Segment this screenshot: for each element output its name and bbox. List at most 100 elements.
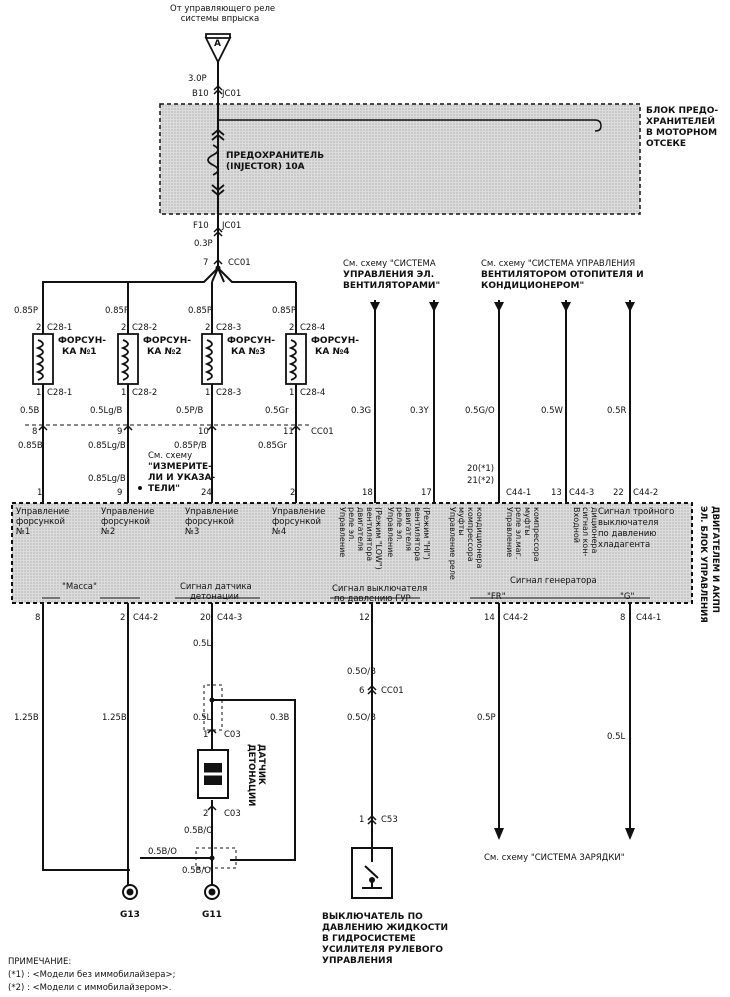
conn-label: C03: [224, 809, 241, 819]
knock-sensor-icon: [197, 749, 229, 799]
injector-4-icon: [285, 333, 307, 385]
injector-label-1: ФОРСУН-: [58, 336, 106, 346]
ecu-inj-label: №1: [16, 527, 31, 537]
ecu-vert-label: компрессора: [532, 507, 541, 562]
pin-label: 10: [198, 427, 209, 437]
fuse-box-label-1: БЛОК ПРЕДО-: [646, 106, 719, 116]
wire-label: 0.5P: [477, 713, 496, 723]
see-meter-label-4: ТЕЛИ": [148, 484, 180, 494]
wire-label: 1.25B: [102, 713, 127, 723]
connector-a-label: A: [214, 39, 221, 49]
ground-g11-label: G11: [202, 910, 222, 920]
ecu-inj-label: №3: [185, 527, 200, 537]
see-meter-label-2: "ИЗМЕРИТЕ-: [148, 462, 212, 472]
source-label-1: От управляющего реле: [170, 4, 276, 14]
wire-label: 0.85P: [105, 306, 130, 316]
ecu-vert-label: муфты: [523, 507, 532, 536]
wire-label: 0.3P: [194, 239, 213, 249]
conn-label: JC01: [222, 89, 242, 99]
conn-label: CC01: [311, 427, 334, 437]
pin-label: 11: [283, 427, 294, 437]
ecu-fr-label: "FR": [487, 592, 506, 602]
ecu-label-1: ЭЛ. БЛОК УПРАВЛЕНИЯ: [698, 506, 708, 623]
see-meter-label-1: См. схему: [148, 451, 193, 461]
wire-label: 0.85B: [18, 441, 43, 451]
pin-label: F10: [193, 221, 209, 231]
ecu-vert-label: реле эл.: [395, 507, 404, 542]
ecu-ps-label-2: по давлению ГУР: [334, 594, 411, 604]
conn-label: C28-1: [47, 323, 73, 333]
arrow-icon: [561, 302, 571, 312]
pin-label: 1: [36, 388, 42, 398]
ecu-vert-label: реле эл.маг.: [514, 507, 523, 560]
conn-label: CC01: [228, 258, 251, 268]
source-label-2: системы впрыска: [180, 14, 260, 24]
pin-label: 8: [620, 613, 626, 623]
ecu-massa-label: "Масса": [62, 582, 97, 592]
fuse-box-outline: [159, 103, 641, 215]
conn-label: C44-2: [503, 613, 529, 623]
note-title: ПРИМЕЧАНИЕ:: [8, 957, 72, 967]
ground-g13-label: G13: [120, 910, 140, 920]
ecu-inj-label: форсункой: [101, 517, 150, 527]
connector-chevrons: [38, 84, 377, 825]
ecu-knock-label-1: Сигнал датчика: [180, 582, 252, 592]
pin-label: 2: [290, 488, 296, 498]
injector-label-1: ФОРСУН-: [311, 336, 359, 346]
ecu-inj-label: Управление: [272, 507, 326, 517]
wire-label: 0.5R: [607, 406, 627, 416]
pin-label: 18: [362, 488, 373, 498]
wire-label: 0.5L: [193, 713, 212, 723]
wire-label: 0.85P: [272, 306, 297, 316]
charging-ref-label: См. схему "СИСТЕМА ЗАРЯДКИ": [484, 853, 625, 863]
pin-label: 1: [121, 388, 127, 398]
arrow-icon: [370, 302, 380, 312]
wire-label: 0.85P: [14, 306, 39, 316]
fuse-box-label-2: ХРАНИТЕЛЕЙ: [646, 117, 716, 127]
ref-fan-label-2: УПРАВЛЕНИЯ ЭЛ.: [343, 270, 435, 280]
ecu-vert-label: реле эл.: [347, 507, 356, 542]
connector-a-icon: [204, 33, 232, 65]
ecu-knock-label-2: детонации: [190, 592, 239, 602]
wire-label: 0.5B/O: [148, 847, 177, 857]
pin-label: 7: [203, 258, 209, 268]
pin-label: 21(*2): [467, 476, 495, 486]
wire-label: 0.5B: [20, 406, 40, 416]
ps-switch-label-5: УПРАВЛЕНИЯ: [322, 956, 393, 966]
ecu-inj-label: форсункой: [185, 517, 234, 527]
splice-dot: [209, 697, 215, 703]
ref-ac-label-3: КОНДИЦИОНЕРОМ": [481, 281, 585, 291]
ecu-vert-label: вентилятора: [365, 507, 374, 562]
wire-label: 0.5O/B: [347, 667, 376, 677]
ecu-vert-label: Управление: [338, 507, 347, 558]
ecu-vert-label: диционера: [590, 507, 599, 554]
conn-label: C44-2: [633, 488, 659, 498]
injector-1-icon: [32, 333, 54, 385]
pin-label: 1: [289, 388, 295, 398]
ecu-inj-label: форсункой: [16, 517, 65, 527]
wire-label: 0.85Lg/B: [88, 441, 126, 451]
ecu-label-b: ДВИГАТЕЛЕМ И АКПП: [710, 506, 720, 613]
conn-label: C44-2: [133, 613, 159, 623]
ps-switch-label-2: ДАВЛЕНИЮ ЖИДКОСТИ: [322, 923, 449, 933]
conn-label: C44-3: [569, 488, 595, 498]
wire-label: 0.85Lg/B: [88, 474, 126, 484]
injector-label-2: КА №4: [315, 347, 350, 357]
pin-label: 13: [551, 488, 562, 498]
ecu-vert-label: двигателя: [356, 507, 365, 552]
ps-switch-label-4: УСИЛИТЕЛЯ РУЛЕВОГО: [322, 945, 443, 955]
ground-g11-icon: [204, 884, 220, 900]
ecu-inj-label: Управление: [101, 507, 155, 517]
conn-label: C28-4: [300, 388, 326, 398]
pin-label: 6: [359, 686, 365, 696]
conn-label: C44-3: [217, 613, 243, 623]
ecu-vert-label: Входной: [572, 507, 581, 543]
injector-label-2: КА №2: [147, 347, 182, 357]
fuse-label-2: (INJECTOR) 10A: [226, 162, 305, 172]
ref-fan-label-1: См. схему "СИСТЕМА: [343, 259, 436, 269]
pin-label: 2: [289, 323, 295, 333]
wire-label: 0.5G/O: [465, 406, 495, 416]
pin-label: 20: [200, 613, 211, 623]
conn-label: CC01: [381, 686, 404, 696]
